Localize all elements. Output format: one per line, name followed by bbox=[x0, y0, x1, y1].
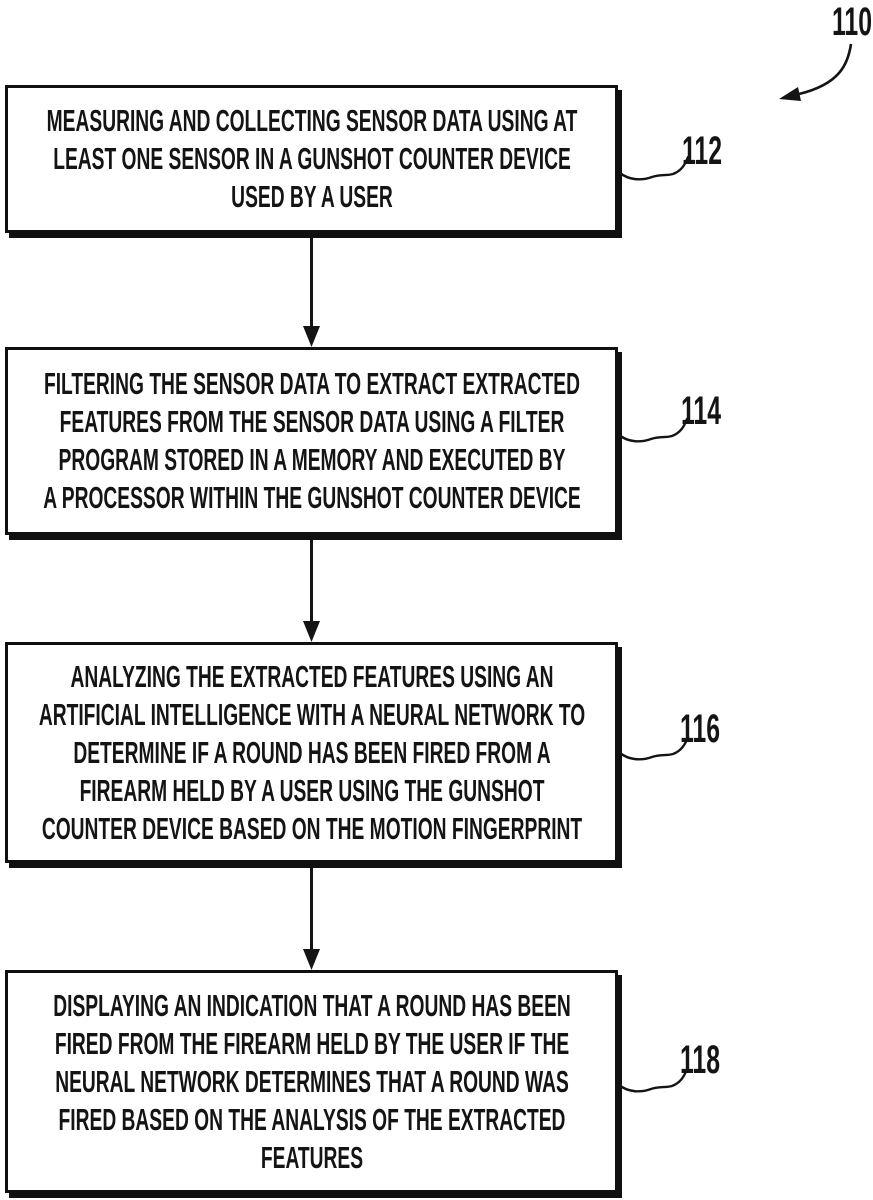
reference-numeral-114: 114 bbox=[680, 389, 722, 433]
flow-arrow-114-116 bbox=[303, 540, 320, 642]
flow-arrow-112-114 bbox=[303, 238, 320, 347]
reference-numeral-116: 116 bbox=[679, 707, 721, 751]
flow-step-text-112: MEASURING AND COLLECTING SENSOR DATA USI… bbox=[46, 103, 577, 214]
reference-numeral-118: 118 bbox=[679, 1038, 721, 1082]
leader-squiggle-116 bbox=[618, 735, 690, 761]
flow-step-box-116: ANALYZING THE EXTRACTED FEATURES USING A… bbox=[5, 642, 618, 863]
flow-step-box-112: MEASURING AND COLLECTING SENSOR DATA USI… bbox=[5, 85, 618, 233]
figure-pointer-arrow bbox=[779, 43, 853, 101]
leader-squiggle-114 bbox=[617, 417, 689, 443]
flow-step-box-114: FILTERING THE SENSOR DATA TO EXTRACT EXT… bbox=[5, 347, 618, 535]
figure-reference-numeral-110: 110 bbox=[831, 0, 873, 44]
leader-squiggle-118 bbox=[617, 1067, 689, 1093]
flow-step-box-118: DISPLAYING AN INDICATION THAT A ROUND HA… bbox=[5, 970, 618, 1193]
flow-step-text-114: FILTERING THE SENSOR DATA TO EXTRACT EXT… bbox=[42, 366, 581, 515]
leader-squiggle-112 bbox=[618, 155, 690, 181]
flow-step-text-118: DISPLAYING AN INDICATION THAT A ROUND HA… bbox=[52, 987, 571, 1175]
reference-numeral-112: 112 bbox=[681, 129, 723, 173]
flow-arrow-116-118 bbox=[303, 868, 320, 970]
flow-step-text-116: ANALYZING THE EXTRACTED FEATURES USING A… bbox=[38, 658, 585, 846]
